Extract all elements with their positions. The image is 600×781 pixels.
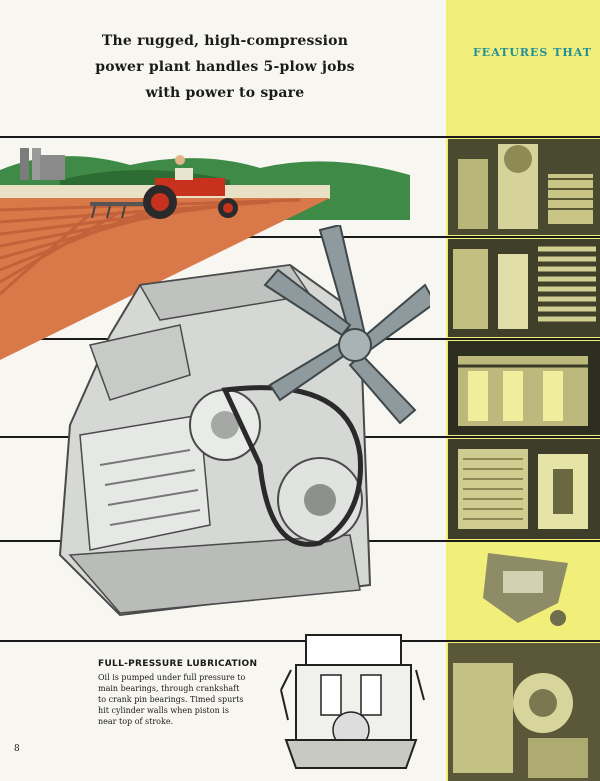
feature-photo-2 [448,239,600,337]
caption-line: to crank pin bearings. Timed spurts [98,695,244,704]
headline-line-3: with power to spare [145,85,305,101]
feature-photo-3 [448,341,600,435]
features-heading: FEATURES THAT [473,46,592,59]
divider-rule [0,136,600,138]
divider-rule [0,236,600,238]
feature-photo-1 [448,139,600,235]
divider-rule [0,640,600,642]
feature-photo-4 [448,439,600,539]
caption-line: near top of stroke. [98,717,174,726]
caption-line: Oil is pumped under full pressure to [98,673,246,682]
engine-illustration [58,225,430,617]
headline-line-2: power plant handles 5-plow jobs [95,59,355,75]
feature-photo-5 [448,543,600,639]
lubrication-cutaway-diagram [280,634,425,769]
caption-line: hit cylinder walls when piston is [98,706,229,715]
caption-body: Oil is pumped under full pressure to mai… [98,672,286,727]
feature-photo-6 [448,643,600,781]
caption-title: FULL-PRESSURE LUBRICATION [98,659,258,669]
farm-scene-illustration [0,148,410,360]
headline-line-1: The rugged, high-compression [101,33,349,49]
caption-line: main bearings, through crankshaft [98,684,240,693]
page-headline: The rugged, high-compression power plant… [40,28,410,106]
page-number: 8 [14,744,20,754]
